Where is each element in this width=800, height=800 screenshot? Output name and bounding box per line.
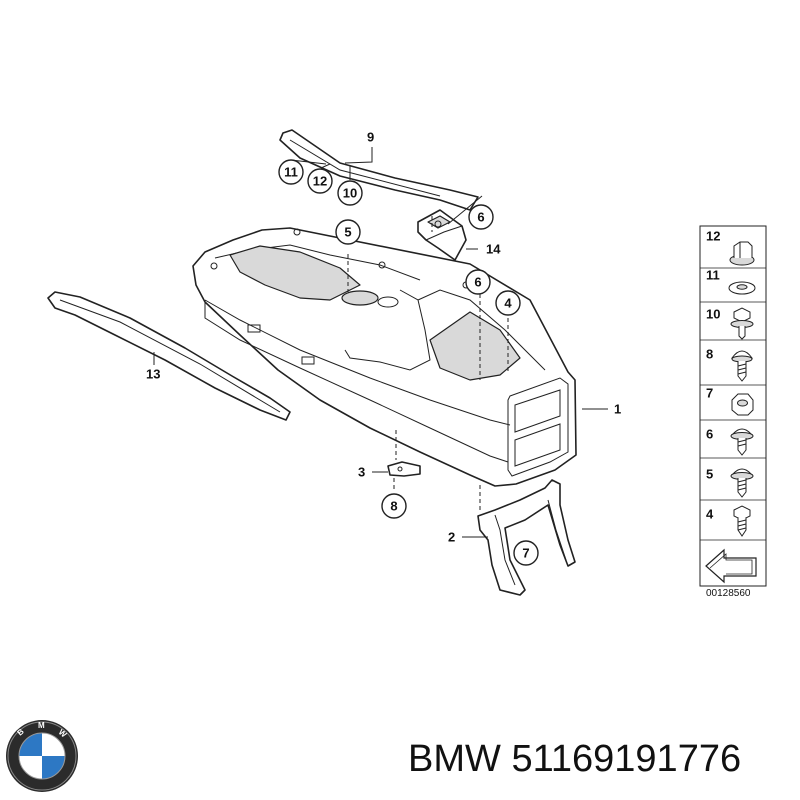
callout-2: 2 bbox=[448, 530, 455, 545]
callout-3: 3 bbox=[358, 465, 365, 480]
washer-screw-icon bbox=[730, 307, 754, 340]
part-1-centre-console bbox=[192, 227, 577, 487]
brand-name: BMW bbox=[408, 738, 501, 780]
legend-num-7: 7 bbox=[706, 386, 713, 401]
hex-nut-icon bbox=[731, 393, 754, 416]
callout-6-top: 6 bbox=[468, 204, 494, 230]
legend-num-12: 12 bbox=[706, 229, 720, 244]
callout-9: 9 bbox=[367, 130, 374, 145]
leader-line bbox=[344, 147, 373, 164]
svg-text:5: 5 bbox=[344, 225, 351, 240]
diagram-id: 00128560 bbox=[706, 588, 751, 599]
part-13-side-trim bbox=[47, 291, 291, 421]
part-3-small-bracket bbox=[387, 461, 421, 477]
callout-8: 8 bbox=[381, 493, 407, 519]
sheet-metal-screw-icon bbox=[733, 505, 751, 537]
direction-arrow-icon bbox=[705, 548, 757, 584]
part-number: 51169191776 bbox=[511, 738, 742, 780]
washer-head-screw-icon bbox=[730, 468, 754, 498]
callout-13: 13 bbox=[146, 367, 160, 382]
callout-4: 4 bbox=[495, 290, 521, 316]
callout-11: 11 bbox=[278, 159, 304, 185]
part-2-support-bracket bbox=[477, 479, 576, 596]
part-14-bracket bbox=[417, 195, 483, 261]
logo-letter: B bbox=[16, 727, 26, 738]
legend-num-10: 10 bbox=[706, 307, 720, 322]
svg-text:12: 12 bbox=[313, 174, 327, 189]
bmw-logo: B M W bbox=[6, 720, 78, 792]
svg-text:4: 4 bbox=[504, 296, 512, 311]
logo-letter: W bbox=[57, 728, 69, 740]
callout-7: 7 bbox=[513, 540, 539, 566]
leader-line bbox=[320, 163, 331, 169]
svg-text:6: 6 bbox=[477, 210, 484, 225]
leader-line bbox=[290, 159, 327, 165]
callout-6: 6 bbox=[465, 269, 491, 295]
svg-text:10: 10 bbox=[343, 186, 357, 201]
legend-num-8: 8 bbox=[706, 347, 713, 362]
legend-num-4: 4 bbox=[706, 507, 714, 522]
callout-14: 14 bbox=[486, 242, 501, 257]
legend-num-5: 5 bbox=[706, 467, 713, 482]
legend-num-11: 11 bbox=[706, 268, 720, 283]
pan-head-screw-icon bbox=[731, 350, 753, 382]
legend-num-6: 6 bbox=[706, 427, 713, 442]
collar-screw-icon bbox=[730, 428, 754, 456]
svg-text:11: 11 bbox=[284, 165, 298, 180]
logo-letter: M bbox=[38, 721, 45, 730]
callout-1: 1 bbox=[614, 402, 621, 417]
hex-flange-nut-icon bbox=[729, 241, 755, 266]
callout-5: 5 bbox=[335, 219, 361, 245]
svg-text:8: 8 bbox=[390, 499, 397, 514]
part-9-trim-strip bbox=[279, 129, 479, 211]
washer-icon bbox=[728, 281, 756, 295]
svg-text:7: 7 bbox=[522, 546, 529, 561]
callout-12: 12 bbox=[307, 168, 333, 194]
brand-part-number: BMW 51169191776 bbox=[408, 738, 741, 781]
callout-10: 10 bbox=[337, 180, 363, 206]
fastener-legend: 12 11 10 8 7 bbox=[699, 225, 767, 587]
svg-text:6: 6 bbox=[474, 275, 481, 290]
